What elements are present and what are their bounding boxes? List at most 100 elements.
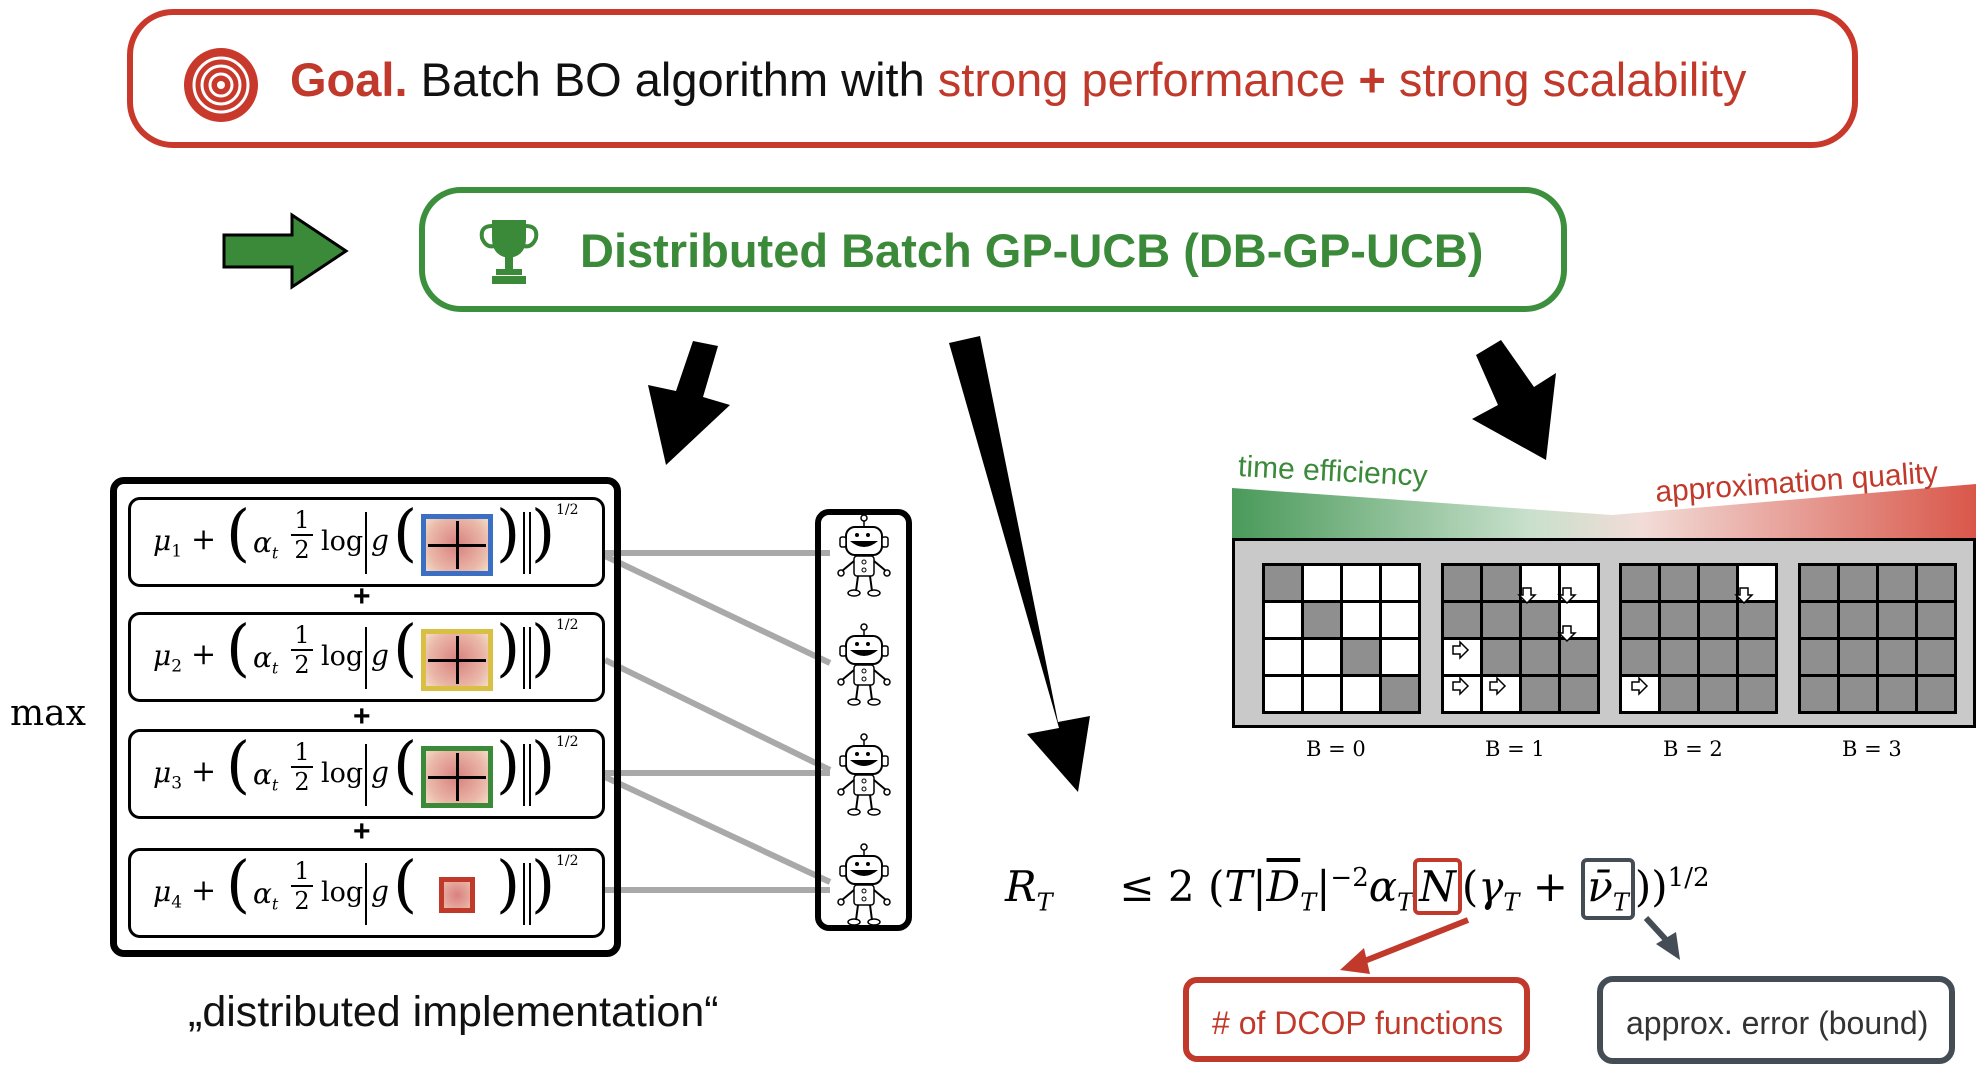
grid-b0: [1262, 563, 1421, 714]
down-arrow-icon: [1557, 625, 1577, 643]
nu-highlight: ν̄T: [1581, 858, 1635, 921]
alpha-symbol: αt: [253, 758, 279, 795]
mu-symbol: μ3: [153, 756, 183, 794]
goal-scalability: strong scalability: [1398, 53, 1747, 106]
g-symbol: g: [371, 639, 389, 672]
paren-open: (: [226, 611, 251, 684]
alpha-symbol: αt: [253, 526, 279, 563]
paren-open: (: [226, 496, 251, 569]
paren-close: ): [496, 728, 521, 801]
abs-bar: [529, 863, 531, 925]
log-text: log: [321, 877, 364, 908]
goal-label: Goal.: [290, 53, 408, 106]
goal-plus: +: [1345, 53, 1399, 106]
matrix-square-red: [439, 877, 475, 913]
mu-symbol: μ1: [153, 524, 183, 562]
paren-close: ): [531, 611, 556, 684]
right-arrow-icon: [1631, 676, 1649, 696]
abs-bar: [529, 744, 531, 806]
arrow-to-formula: [648, 341, 730, 465]
dcop-annotation: # of DCOP functions: [1212, 1005, 1504, 1041]
grid-label-b1: B = 1: [1485, 737, 1545, 761]
paren-close: ): [496, 847, 521, 920]
paren-close: ): [531, 496, 556, 569]
grid-panel: [1232, 538, 1976, 728]
paren-close: ): [496, 611, 521, 684]
target-icon: [184, 48, 258, 122]
abs-bar: [523, 627, 525, 689]
plus-sign: +: [353, 815, 371, 848]
power-half: 1/2: [556, 853, 579, 869]
g-symbol: g: [371, 524, 389, 557]
g-symbol: g: [371, 756, 389, 789]
grid-b1: [1441, 563, 1600, 714]
abs-bar: [529, 627, 531, 689]
abs-bar: [523, 863, 525, 925]
right-arrow-icon: [222, 212, 349, 290]
abs-bar: [523, 512, 525, 574]
arrow-to-grid: [1472, 340, 1556, 460]
plus-sign: +: [353, 700, 371, 733]
distributed-caption: „distributed implementation“: [188, 988, 719, 1036]
robot-column: [815, 509, 912, 931]
error-annotation: approx. error (bound): [1626, 1005, 1929, 1041]
matrix-square-blue: [421, 514, 493, 576]
mu-symbol: μ4: [153, 875, 183, 913]
max-label: max: [10, 693, 86, 734]
paren-open: (: [226, 728, 251, 801]
paren-open: (: [393, 847, 418, 920]
mu-symbol: μ2: [153, 639, 183, 677]
grid-label-b2: B = 2: [1663, 737, 1723, 761]
log-text: log: [321, 758, 364, 789]
plus-sign: +: [353, 580, 371, 613]
paren-close: ): [531, 847, 556, 920]
grid-b3: [1798, 563, 1957, 714]
goal-text: Batch BO algorithm with: [407, 53, 938, 106]
plus-operator: +: [191, 873, 217, 908]
paren-open: (: [226, 847, 251, 920]
plus-operator: +: [191, 522, 217, 557]
abs-bar: [365, 863, 367, 925]
power-half: 1/2: [556, 502, 579, 518]
tradeoff-wedge: [1232, 484, 1976, 538]
paren-close: ): [496, 496, 521, 569]
matrix-square-green: [421, 746, 493, 808]
error-annotation-box: [1597, 976, 1955, 1064]
paren-open: (: [393, 611, 418, 684]
log-text: log: [321, 526, 364, 557]
n-highlight: N: [1413, 858, 1462, 915]
formula-panel: [110, 477, 621, 957]
log-text: log: [321, 641, 364, 672]
matrix-square-yellow: [421, 629, 493, 691]
abs-bar: [365, 512, 367, 574]
paren-open: (: [393, 728, 418, 801]
abs-bar: [529, 512, 531, 574]
plus-operator: +: [191, 637, 217, 672]
alpha-symbol: αt: [253, 877, 279, 914]
paren-close: ): [531, 728, 556, 801]
g-symbol: g: [371, 875, 389, 908]
goal-performance: strong performance: [937, 53, 1346, 106]
connector-lines: [603, 550, 832, 893]
arrow-to-regret: [949, 336, 1090, 792]
alpha-symbol: αt: [253, 641, 279, 678]
algorithm-box: [419, 187, 1567, 312]
right-arrow-icon: [1452, 640, 1470, 660]
grid-label-b3: B = 3: [1842, 737, 1902, 761]
abs-bar: [523, 744, 525, 806]
right-arrow-icon: [1452, 676, 1470, 696]
trophy-icon: [479, 220, 539, 284]
algorithm-title: Distributed Batch GP-UCB (DB-GP-UCB): [580, 224, 1484, 277]
goal-box: [127, 9, 1858, 148]
dcop-annotation-box: [1183, 977, 1530, 1062]
power-half: 1/2: [556, 617, 579, 633]
down-arrow-icon: [1557, 587, 1577, 605]
